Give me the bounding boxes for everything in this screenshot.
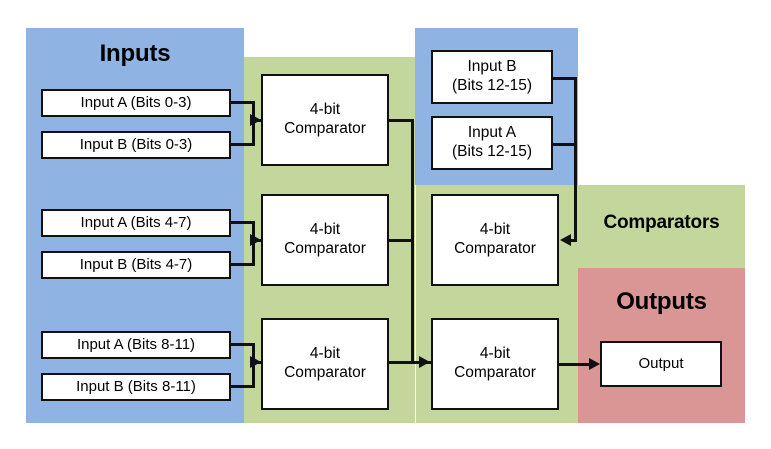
wire-cmp2-out [389, 239, 414, 242]
zone-label-inputs: Inputs [99, 40, 171, 67]
comparator-box-4: 4-bit Comparator [431, 194, 559, 286]
input-box-b-8-11: Input B (Bits 8-11) [41, 373, 231, 401]
zone-label-outputs: Outputs [616, 288, 707, 315]
comparator-box-3: 4-bit Comparator [261, 318, 389, 410]
wire-b47-out [231, 263, 255, 266]
arrowhead-right-trunk-to-cmp4 [560, 234, 571, 246]
wire-right-trunk-to-cmp4 [571, 239, 577, 242]
wire-b1215-out [553, 77, 577, 80]
comparator-box-3-line2: Comparator [284, 364, 366, 381]
input-box-a-12-15-line1: Input A [467, 124, 517, 142]
input-box-b-12-15-line2: (Bits 12-15) [451, 77, 533, 94]
comparator-box-5: 4-bit Comparator [431, 318, 559, 410]
comparator-box-2: 4-bit Comparator [261, 194, 389, 286]
comparator-box-4-line1: 4-bit [479, 221, 511, 239]
wire-right-trunk-down [574, 143, 577, 242]
input-box-b-12-15: Input B (Bits 12-15) [431, 50, 553, 104]
input-box-b-12-15-line1: Input B [467, 58, 517, 76]
wire-a03-out [231, 101, 255, 104]
zone-comparators-right [578, 185, 745, 268]
wire-a811-out [231, 343, 255, 346]
wire-cmp5-to-output [559, 363, 595, 366]
wire-b03-out [231, 143, 255, 146]
input-box-a-12-15-line2: (Bits 12-15) [451, 143, 533, 160]
wire-b47-rise [252, 239, 255, 266]
output-box: Output [600, 341, 722, 387]
wire-a1215-out [553, 143, 577, 146]
arrowhead-group3-to-cmp3 [250, 356, 261, 368]
wire-b1215-drop [574, 77, 577, 143]
comparator-box-2-line1: 4-bit [309, 221, 341, 239]
zone-label-comparators: Comparators [603, 212, 720, 233]
arrowhead-trunk-to-cmp5 [419, 356, 430, 368]
arrowhead-group2-to-cmp2 [250, 234, 261, 246]
input-box-a-0-3: Input A (Bits 0-3) [41, 89, 231, 117]
input-box-a-12-15: Input A (Bits 12-15) [431, 116, 553, 170]
wire-b03-rise [252, 119, 255, 146]
comparator-box-5-line1: 4-bit [479, 345, 511, 363]
comparator-box-3-line1: 4-bit [309, 345, 341, 363]
wire-a03-drop [252, 101, 255, 119]
wire-cmp3-out [389, 361, 431, 364]
input-box-b-0-3: Input B (Bits 0-3) [41, 131, 231, 159]
comparator-box-1-line1: 4-bit [309, 101, 341, 119]
input-box-a-8-11: Input A (Bits 8-11) [41, 331, 231, 359]
wire-a811-drop [252, 343, 255, 361]
comparator-box-1: 4-bit Comparator [261, 74, 389, 166]
wire-a47-out [231, 221, 255, 224]
input-box-b-4-7: Input B (Bits 4-7) [41, 251, 231, 279]
comparator-box-4-line2: Comparator [454, 240, 536, 257]
comparator-box-5-line2: Comparator [454, 364, 536, 381]
input-box-a-4-7: Input A (Bits 4-7) [41, 209, 231, 237]
wire-cmp1-out [389, 119, 414, 122]
wire-b811-rise [252, 361, 255, 388]
comparator-box-1-line2: Comparator [284, 120, 366, 137]
wire-a47-drop [252, 221, 255, 239]
arrowhead-cmp5-to-output [589, 358, 600, 370]
arrowhead-group1-to-cmp1 [250, 114, 261, 126]
wire-b811-out [231, 385, 255, 388]
wire-trunk-vertical [411, 119, 414, 364]
comparator-box-2-line2: Comparator [284, 240, 366, 257]
